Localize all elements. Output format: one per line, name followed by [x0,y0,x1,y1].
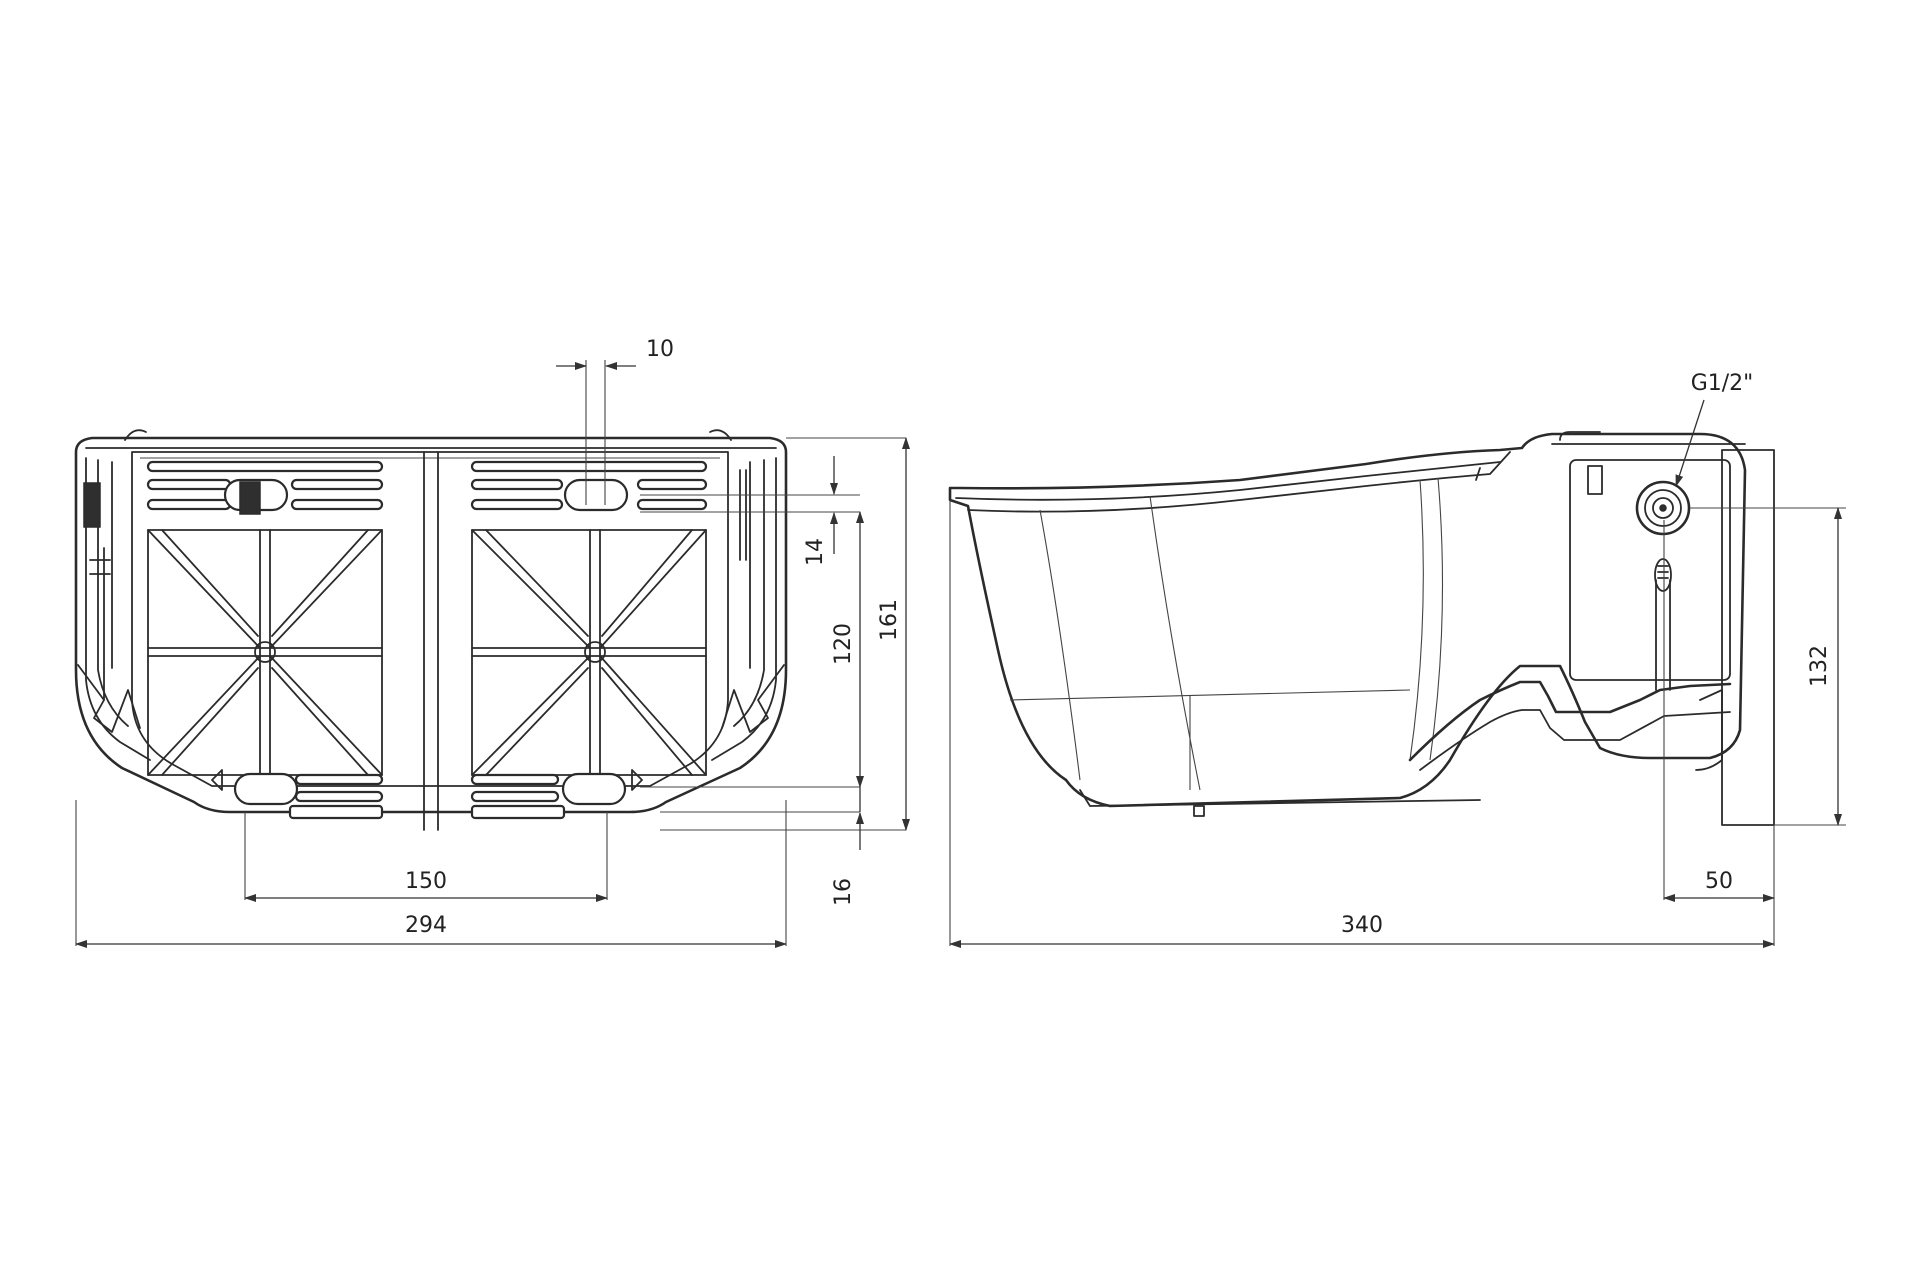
dim-10-label: 10 [646,337,674,362]
inner-plate [131,451,729,787]
left-clip [83,482,101,528]
top-slots [146,460,708,511]
float-valve-mark [239,481,261,515]
bowl-outline [948,432,1747,808]
front-view: 10 14 120 161 16 150 294 [74,337,910,948]
dim-161-label: 161 [877,599,902,641]
pipe-channel [1408,680,1732,762]
front-extension-lines [75,360,906,946]
valve-housing [1551,431,1775,826]
mount-hole-bottom-right [561,772,627,806]
side-view: G1/2" 132 50 340 [948,371,1846,948]
dim-14-label: 14 [803,538,828,566]
front-dimensions [75,362,910,948]
dim-16-label: 16 [831,878,856,906]
front-view-outline [74,436,788,814]
left-bracket [77,457,151,761]
rib-panels [147,529,707,776]
bottom-slots [211,769,643,820]
side-dimensions [949,507,1842,948]
dim-50-label: 50 [1705,869,1733,894]
dim-150-label: 150 [405,869,447,894]
thread-size-label: G1/2" [1691,371,1754,396]
dim-132-label: 132 [1807,645,1832,687]
dim-340-label: 340 [1341,913,1383,938]
mount-hole-top-right [563,478,629,512]
mount-hole-bottom-left [233,772,299,806]
dim-294-label: 294 [405,913,447,938]
inlet-connection [1635,399,1705,536]
dim-120-label: 120 [831,623,856,665]
right-bracket [711,457,785,761]
